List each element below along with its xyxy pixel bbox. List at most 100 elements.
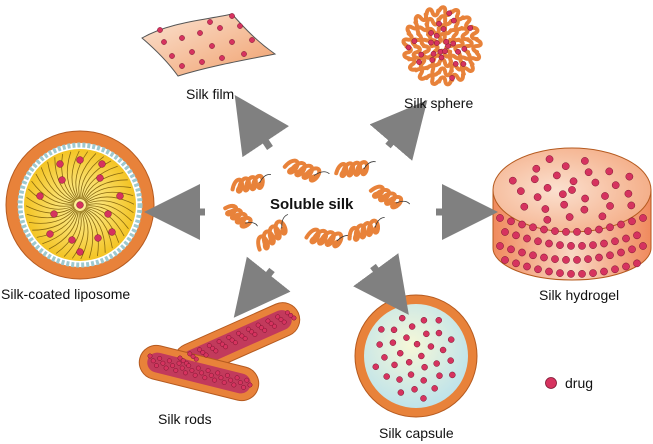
silk-coil	[282, 158, 322, 183]
drug-dot	[517, 187, 525, 195]
drug-dot	[569, 177, 578, 186]
silk-coil-tail	[259, 174, 271, 183]
drug-dot	[56, 160, 64, 168]
drug-dot	[391, 361, 398, 369]
sphere-coil	[458, 50, 472, 66]
drug-dot	[228, 377, 234, 383]
drug-dot	[450, 17, 457, 24]
sphere-coil	[437, 75, 454, 87]
liposome-strand	[75, 151, 89, 200]
liposome-strand	[83, 209, 99, 257]
drug-dot	[520, 202, 529, 211]
drug-dot	[622, 262, 630, 271]
drug-dot	[446, 10, 453, 17]
sphere-coil	[460, 26, 470, 42]
drug-dot	[429, 57, 436, 63]
drug-dot	[189, 49, 195, 55]
drug-dot	[556, 269, 564, 277]
sphere-coil	[424, 73, 441, 86]
drug-dot	[435, 329, 443, 337]
drug-dot	[543, 183, 552, 192]
drug-dot	[231, 382, 237, 388]
silk-rods-illustration	[138, 302, 301, 402]
liposome-strand	[85, 207, 120, 243]
drug-dot	[96, 174, 104, 182]
drug-dot	[116, 192, 124, 200]
silk-sphere-illustration	[401, 5, 483, 87]
sphere-coil	[448, 50, 462, 64]
silk-coil	[223, 204, 253, 229]
drug-dot	[496, 214, 504, 222]
drug-dot	[420, 395, 427, 402]
sphere-coil	[415, 22, 430, 36]
drug-dot	[534, 237, 542, 246]
drug-dot	[232, 340, 238, 346]
drug-dot	[219, 55, 225, 61]
center-label-soluble-silk: Soluble silk	[270, 196, 354, 213]
drug-dot	[595, 253, 603, 262]
drug-dot	[440, 26, 447, 32]
liposome-strand	[63, 210, 82, 257]
liposome-strand	[55, 210, 80, 254]
drug-dot	[512, 231, 520, 240]
drug-dot	[262, 327, 268, 333]
drug-dot	[523, 234, 531, 243]
drug-dot	[568, 186, 576, 194]
drug-dot	[552, 171, 561, 180]
drug-dot	[236, 330, 242, 336]
drug-dot	[396, 349, 404, 357]
drug-dot	[98, 160, 106, 168]
silk-coil-tail	[281, 214, 289, 229]
drug-dot	[611, 265, 619, 274]
liposome-strand	[85, 200, 134, 214]
liposome-strand	[28, 188, 75, 207]
sphere-coil	[426, 26, 441, 37]
drug-dot	[420, 317, 428, 324]
drug-dot	[622, 234, 630, 243]
drug-dot	[179, 35, 185, 41]
drug-dot	[268, 321, 274, 327]
label-silk-sphere: Silk sphere	[404, 95, 474, 111]
drug-dot	[541, 205, 550, 213]
drug-dot	[628, 245, 636, 254]
sphere-coil	[468, 51, 482, 67]
drug-dot	[633, 231, 641, 240]
liposome-strand	[71, 210, 85, 259]
drug-dot	[624, 189, 633, 198]
sphere-coil	[469, 25, 480, 41]
drug-dot	[436, 20, 442, 27]
drug-dot	[199, 59, 205, 65]
liposome-strand	[85, 203, 132, 222]
liposome-strand	[84, 208, 113, 249]
drug-dot	[180, 358, 186, 364]
drug-dot	[258, 325, 264, 331]
drug-dot	[163, 365, 169, 371]
drug-dot	[461, 46, 468, 52]
drug-dot	[195, 365, 201, 371]
sphere-coil	[471, 38, 483, 54]
drug-dot	[104, 210, 112, 218]
drug-dot	[229, 39, 235, 45]
drug-dot	[197, 347, 202, 353]
drug-dot	[281, 319, 287, 325]
drug-dot	[157, 27, 163, 33]
drug-dot	[430, 50, 437, 57]
drug-dot	[372, 363, 379, 371]
legend-drug-label: drug	[565, 375, 594, 391]
drug-dot	[218, 375, 224, 381]
drug-dot	[501, 228, 509, 236]
drug-dot	[189, 368, 195, 373]
liposome-strand	[85, 191, 134, 203]
drug-dot	[390, 326, 398, 334]
sphere-coil	[416, 56, 429, 71]
drug-dot	[452, 61, 459, 67]
drug-dot	[190, 354, 196, 359]
drug-dot	[567, 270, 575, 278]
drug-dot	[545, 155, 554, 163]
drug-dot	[173, 368, 179, 373]
drug-dot	[169, 53, 175, 59]
drug-dot	[234, 375, 240, 381]
drug-dot	[460, 61, 467, 67]
drug-dot	[207, 19, 213, 25]
drug-dot	[507, 245, 515, 254]
